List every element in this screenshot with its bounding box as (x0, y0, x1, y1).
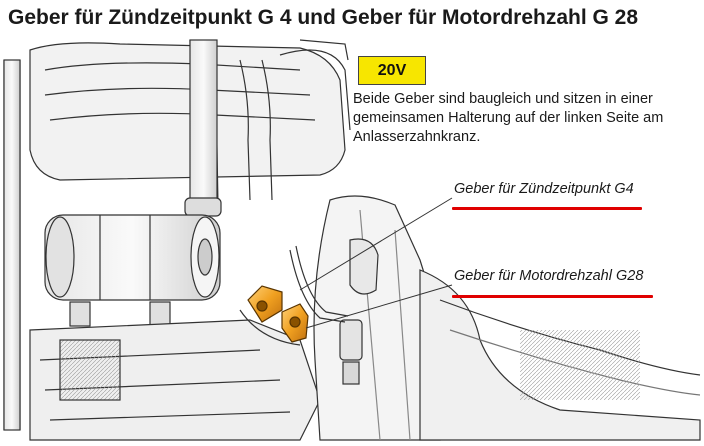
underline-g28 (452, 295, 653, 298)
description-text: Beide Geber sind baugleich und sitzen in… (353, 91, 664, 145)
engine-background (3, 39, 701, 441)
leader-line-g28 (305, 284, 453, 329)
callout-label-g28: Geber für Motordrehzahl G28 (454, 268, 644, 284)
sensor-g28-bolt (289, 316, 301, 328)
sensor-g4-bolt (256, 300, 268, 312)
sensor-bracket (247, 285, 309, 343)
leader-lines (299, 197, 453, 329)
page-title: Geber für Zündzeitpunkt G 4 und Geber fü… (8, 6, 639, 29)
engine-variant-badge: 20V (358, 56, 426, 85)
leader-line-g4 (299, 197, 453, 291)
callout-label-g4: Geber für Zündzeitpunkt G4 (454, 181, 634, 197)
underline-g4 (452, 207, 642, 210)
